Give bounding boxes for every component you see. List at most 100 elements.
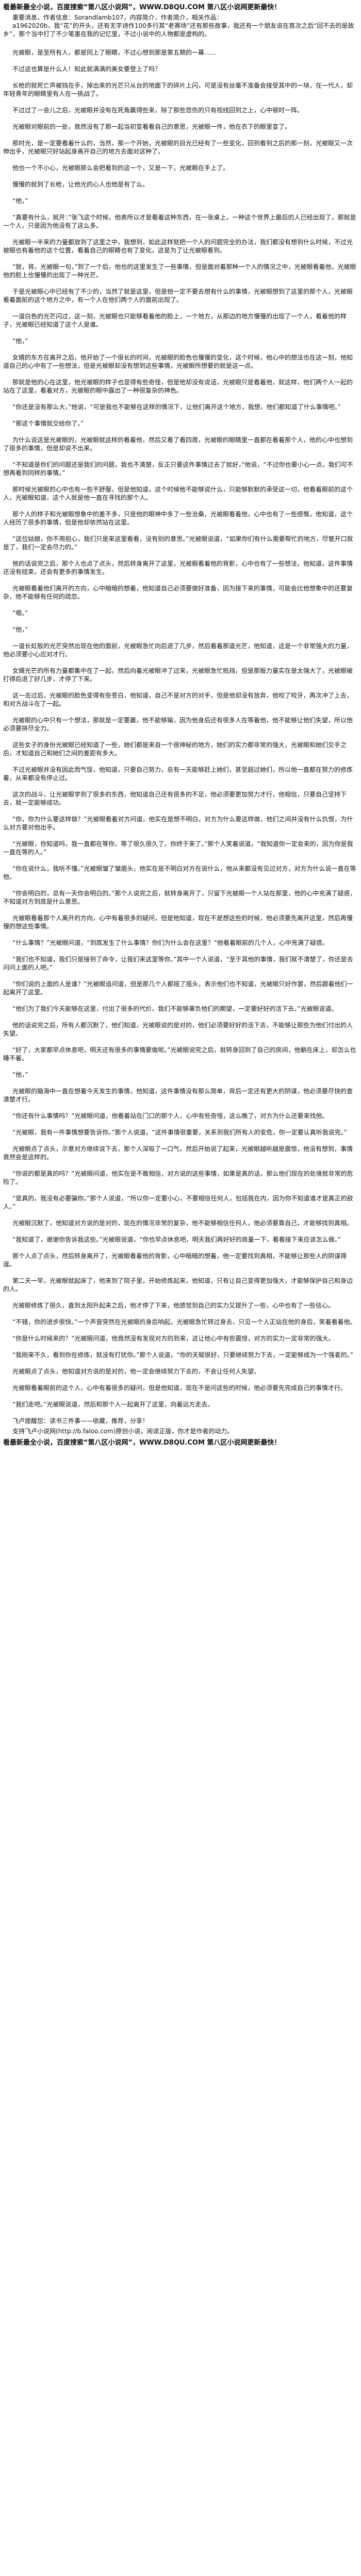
- paragraph-gap: [3, 996, 358, 1005]
- article-paragraph: “他，”: [12, 626, 28, 633]
- article-paragraph: 他的话说完之后，所有人都沉默了，他们知道，光被眼说的是对的，他们必须要好好的活下…: [3, 1022, 353, 1037]
- article-paragraph: “你是什么时候来的？”光被眼问道，他竟然没有发现对方的到来，这让他心中有些震惊，…: [12, 1335, 335, 1342]
- article-paragraph: “不错，你的进步很快。”一个声音突然在光被眼的身后响起，光被眼急忙转过身去，只见…: [12, 1318, 356, 1326]
- paragraph-gap: [3, 205, 358, 213]
- article-paragraph: “你在说什么，我听不懂。”光被眼皱了皱眉头，他实在是不明白对方在说什么，他从来都…: [3, 865, 356, 880]
- paragraph-gap: [3, 1013, 358, 1021]
- article-paragraph: “我知道了，谢谢你告诉我这些。”光被眼说道，“你也早点休息吧，明天我们再好好的商…: [12, 1236, 341, 1243]
- article-paragraph: 那时光，是一定要看着什么的，当然，那一个开始，光被眼的目光已经有了一些变化，回到…: [3, 140, 353, 155]
- article-paragraph: “嗯。”: [12, 609, 28, 617]
- paragraph-gap: [3, 114, 358, 123]
- article-paragraph: “就，将，光被眼一句，”到了一个后，他也的这里发生了一些事情，但是面对着那种一个…: [3, 263, 356, 279]
- paragraph-gap: [3, 1326, 358, 1334]
- article-paragraph: “你会明白的，总有一天你会明白的。”那个人说完之后，就转身离开了，只留下光被眼一…: [3, 890, 356, 905]
- article-paragraph: 光被眼点了点头，他知道对方说的是对的，他一定会继续努力下去的，不会让任何人失望。: [12, 1368, 260, 1375]
- article-paragraph: 不过光被眼并没有因此而气馁，他知道，只要自己努力，总有一天能够赶上她们，甚至超过…: [3, 766, 353, 782]
- article-paragraph: “不知道是你们的问题还是我们的问题，我也不清楚，反正只要这件事情过去了就好，”他…: [3, 461, 353, 477]
- article-paragraph: 光被眼的脑海中一直在想着今天发生的事情，他知道，这件事情没有那么简单，背后一定还…: [3, 1088, 353, 1103]
- article-paragraph: 光被眼看着他们离开的方向，心中暗暗的想着，他知道自己必须要做好准备，因为接下来的…: [3, 585, 353, 600]
- article-paragraph: 女婿光芒的所有力量都集中在了一起，然后向着光被眼冲了过来，光被眼急忙抵挡，但是那…: [3, 667, 353, 683]
- article-paragraph: 那时候光被眼的心中也有一些不舒服，但是他知道，这个时候他不能够说什么，只能够默默…: [3, 486, 353, 501]
- article-paragraph: 长枪的就死亡声被挡在手，掉出来的光芒只从台的地面下的碎片上闪，可是没有丝毫不准备…: [3, 82, 353, 97]
- article-paragraph: 光被眼对眼前的一处，竟然没有了那一起当初变看看自己的意思，光被眼一件，他在衣下的…: [12, 123, 291, 130]
- paragraph-gap: [3, 1079, 358, 1087]
- article-paragraph: 光被眼点了点头，示意对方继续说下去，那个人深吸了一口气，然后开始说了起来，光被眼…: [3, 1145, 353, 1161]
- article-paragraph: “那这个事情就交给你了。”: [12, 420, 84, 427]
- article-paragraph: “他，”: [12, 197, 28, 205]
- article-paragraph: 不过这也算是什么人！知此就满满的美女要登上了吗？: [12, 65, 161, 73]
- article-paragraph: “你，你为什么要这样做？”光被眼看着对方问道，他实在是想不明白，对方为什么要这样…: [3, 816, 353, 831]
- article-paragraph: “他，”: [12, 337, 28, 345]
- article-paragraph: 光被眼看着眼前的这个人，心中有着很多的疑问，但是他知道，现在不是问这些的时候，他…: [12, 1384, 347, 1392]
- article-paragraph: 光被眼看着那个人离开的方向，心中有着很多的疑问，但是他知道，现在不是想这些的时候…: [3, 914, 353, 930]
- paragraph-gap: [3, 411, 358, 419]
- article-paragraph: 那就是他的心在这里，他光被眼的样子也显得有些奇怪，但是他却没有说话，光被眼只是看…: [3, 379, 353, 394]
- article-paragraph: 为什么说这是光被眼的，光被眼就这样的看着他，然后又看了看四周，光被眼的眼睛里一直…: [3, 436, 353, 452]
- paragraph-gap: [3, 1343, 358, 1351]
- paragraph-gap: [3, 782, 358, 790]
- paragraph-gap: [3, 279, 358, 287]
- paragraph-gap: [3, 1062, 358, 1071]
- paragraph-gap: [3, 1161, 358, 1170]
- article-paragraph: 一道长虹般的光芒突然出现在他的面前，光被眼急忙向后退了几步，然后看着那道光芒，他…: [3, 642, 353, 658]
- paragraph-gap: [3, 658, 358, 667]
- paragraph-gap: [3, 1227, 358, 1235]
- article-paragraph: 光被眼沉默了，他知道对方说的是对的，现在的情况非常的复杂，他不能够相信任何人，他…: [12, 1219, 353, 1227]
- article-body: 光被眼，是至所有人，都是同上了眼睛，不过心想到那是第五期的一幕…… 不过这也算是什…: [3, 38, 358, 1427]
- paragraph-gap: [3, 40, 358, 48]
- article-paragraph: 光被眼的心中只有一个想法，那就是一定要赢，他不能够输，因为他身后还有很多人在等着…: [3, 717, 353, 732]
- paragraph-gap: [3, 551, 358, 560]
- top-banner: 看最新最全小说，百度搜索“第八区小说网”，WWW.D8QU.COM 第八区小说网…: [3, 4, 281, 11]
- paragraph-gap: [3, 502, 358, 510]
- article-paragraph: “光被眼，我有一件事情想要告诉你。”那个人说道，“这件事情很重要，关系到我们所有…: [12, 1129, 347, 1136]
- article-paragraph: “好了，大家都早点休息吧，明天还有很多的事情要做呢。”光被眼说完之后，就转身回到…: [3, 1046, 356, 1062]
- paragraph-gap: [3, 1137, 358, 1145]
- paragraph-gap: [3, 683, 358, 691]
- paragraph-gap: [3, 452, 358, 461]
- article-paragraph: 女婿的东方在离开之后，他开始了一个很长的时间，光被眼的脸色也慢慢的变化，这个时候…: [3, 354, 353, 369]
- paragraph-gap: [3, 1268, 358, 1277]
- paragraph-gap: [3, 930, 358, 939]
- paragraph-gap: [3, 1211, 358, 1219]
- paragraph-gap: [3, 807, 358, 815]
- paragraph-gap: [3, 617, 358, 625]
- paragraph-gap: [3, 370, 358, 378]
- paragraph-gap: [3, 832, 358, 840]
- paragraph-gap: [3, 477, 358, 485]
- article-paragraph: 他的话说完之后，那个人也点了点头，然后转身离开了这里，光被眼看着他的背影，心中也…: [3, 560, 353, 575]
- paragraph-gap: [3, 947, 358, 955]
- article-paragraph: 这些女子的身份光被眼已经知道了一些，她们都是来自一个很神秘的地方，她们的实力都非…: [3, 741, 347, 757]
- paragraph-gap: [3, 601, 358, 609]
- article-paragraph: “真要有什么，就开：”张飞这个时候，他表所以才是看着这种东西，在一张桌上，一种这…: [3, 214, 356, 229]
- article-paragraph: “这位姑娘，你不用担心，我们只是来这里看看，没有别的意思。”光被眼说道，“如果你…: [3, 535, 353, 551]
- article-paragraph: “他，”: [12, 1071, 28, 1078]
- paragraph-gap: [3, 131, 358, 139]
- intro-line-1: 重要消息，作者信息：SorandIamb107，内容简介，作者简介，相关作品：: [12, 14, 223, 21]
- paragraph-gap: [3, 1310, 358, 1318]
- article-paragraph: 这一击过后，光被眼的脸色变得有些苍白，他知道，自己不是对方的对手，但是他却没有放…: [3, 692, 353, 707]
- article-paragraph: “我们走吧。”光被眼说道，然后和那个人一起离开了这里，向着远方走去。: [12, 1401, 214, 1408]
- article-paragraph: 光被眼，是至所有人，都是同上了眼睛，不过心想到那是第五期的一幕……: [12, 49, 217, 56]
- paragraph-gap: [3, 1186, 358, 1194]
- article-paragraph: 第二天一早，光被眼就起床了，他来到了院子里，开始修炼起来，他知道，只有让自己变得…: [3, 1277, 353, 1293]
- article-paragraph: “什么事情？”光被眼问道，“到底发生了什么事情？你们为什么会在这里？”他看着眼前…: [12, 939, 329, 946]
- article-paragraph: 那个人的样子和光被眼想象中的差不多，只是他的眼神中多了一些沧桑，光被眼看着他，心…: [3, 511, 353, 526]
- paragraph-gap: [3, 972, 358, 980]
- paragraph-gap: [3, 1409, 358, 1417]
- paragraph-gap: [3, 395, 358, 403]
- article-paragraph: “光被眼，你知道吗，我一直都在等你，等了很久很久了，你终于来了。”那个人笑着说道…: [3, 840, 353, 856]
- article-paragraph: “他们为了我们今天能够在这里，付出了很多的代价，我们不能够辜负他们的期望，一定要…: [12, 1005, 338, 1012]
- paragraph-gap: [3, 634, 358, 642]
- article-paragraph: 光被眼修炼了很久，直到太阳升起来之后，他才停了下来，他感觉到自己的实力又提升了一…: [12, 1302, 335, 1309]
- paragraph-gap: [3, 906, 358, 914]
- article-paragraph: 那个人点了点头，然后转身离开了，光被眼看着他的背影，心中暗暗的想着，他一定要找到…: [3, 1252, 347, 1268]
- intro-line-2: a1962020b，我“花”的开头，还有无字诗作100多行其“老赛场”还有那些故…: [3, 22, 354, 38]
- paragraph-gap: [3, 708, 358, 716]
- paragraph-gap: [3, 1244, 358, 1252]
- paragraph-gap: [3, 98, 358, 106]
- paragraph-gap: [3, 1120, 358, 1128]
- page: 看最新最全小说，百度搜索“第八区小说网”，WWW.D8QU.COM 第八区小说网…: [3, 4, 358, 1447]
- paragraph-gap: [3, 255, 358, 263]
- paragraph-gap: [3, 304, 358, 312]
- paragraph-gap: [3, 881, 358, 889]
